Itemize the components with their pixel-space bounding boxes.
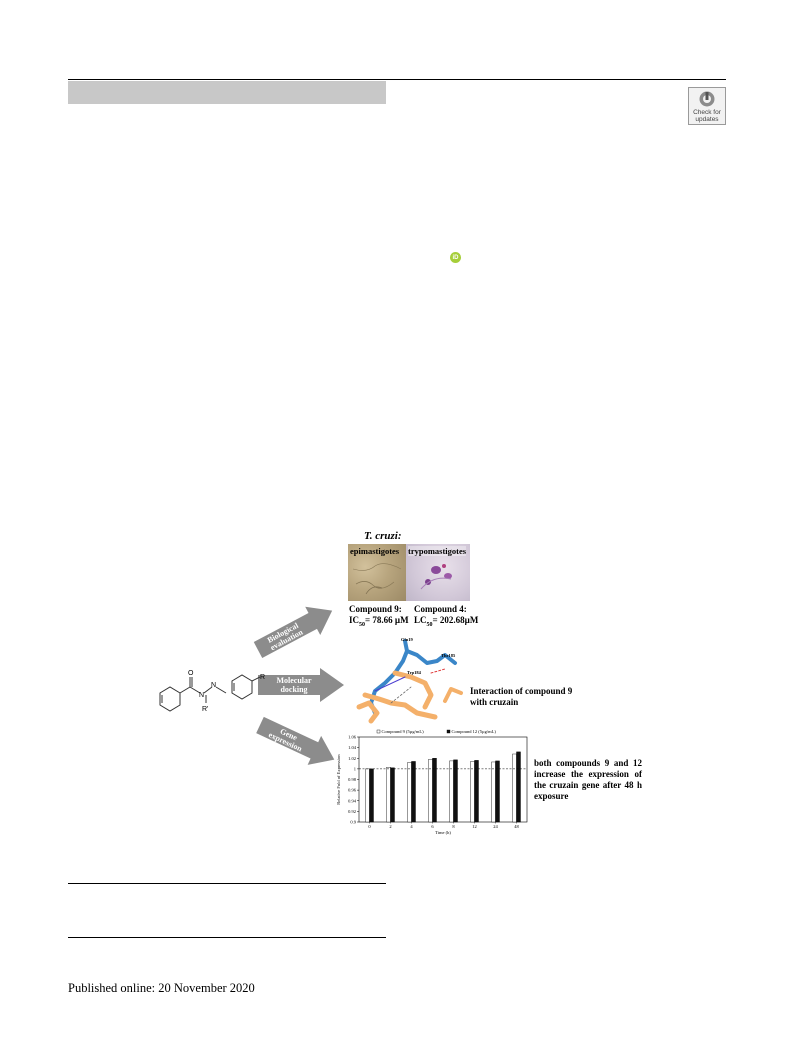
y-tick-label: 1.04 bbox=[348, 745, 357, 750]
x-tick-label: 8 bbox=[452, 824, 455, 829]
bar bbox=[365, 768, 370, 823]
legend-label: Compound 9 (5µg/mL) bbox=[382, 729, 425, 734]
bar bbox=[470, 761, 475, 823]
published-online: Published online: 20 November 2020 bbox=[68, 981, 255, 995]
bar bbox=[453, 759, 458, 823]
atom-label-n2: N bbox=[211, 682, 216, 689]
atom-label-o: O bbox=[188, 670, 194, 677]
atom-label-n1: N bbox=[199, 692, 204, 699]
x-tick-label: 48 bbox=[514, 824, 519, 829]
bar bbox=[449, 760, 454, 823]
epimastigotes-label: epimastigotes bbox=[350, 546, 400, 556]
trypomastigotes-photo: trypomastigotes bbox=[406, 544, 470, 601]
compound-label: Compound 4: bbox=[414, 604, 467, 614]
chemical-structure: O N N R' R bbox=[159, 670, 265, 713]
metric-value: = 202.68µM bbox=[432, 615, 479, 625]
footnote-rule-1 bbox=[68, 883, 386, 884]
bar bbox=[407, 762, 412, 823]
substituent-label-r-prime: R' bbox=[202, 706, 208, 713]
micrograph-texture bbox=[352, 563, 402, 595]
bar bbox=[474, 760, 479, 823]
metric-subscript: 50 bbox=[426, 621, 433, 628]
y-tick-label: 0.92 bbox=[348, 809, 356, 814]
arrow-label-line2: docking bbox=[280, 685, 307, 694]
legend-label: Compound 12 (5µg/mL) bbox=[452, 729, 497, 734]
residue-label-trp184: Trp184 bbox=[407, 670, 422, 675]
substituent-label-r: R bbox=[260, 674, 265, 681]
check-for-updates-label: Check for updates bbox=[693, 109, 721, 123]
x-tick-label: 4 bbox=[410, 824, 413, 829]
x-tick-label: 0 bbox=[368, 824, 371, 829]
bar bbox=[495, 760, 500, 823]
organism-title: T. cruzi: bbox=[364, 530, 402, 542]
x-tick-label: 6 bbox=[431, 824, 434, 829]
metric-label: LC bbox=[414, 615, 427, 625]
bar bbox=[512, 753, 517, 823]
result-compound-9: Compound 9: IC50= 78.66 µM bbox=[349, 604, 409, 631]
metric-value: = 78.66 µM bbox=[365, 615, 409, 625]
arrow-molecular-docking: Molecular docking bbox=[258, 668, 344, 702]
y-tick-label: 0.98 bbox=[348, 777, 357, 782]
bar bbox=[390, 767, 395, 823]
check-for-updates-badge[interactable]: Check for updates bbox=[688, 87, 726, 125]
y-tick-label: 1 bbox=[354, 766, 356, 771]
bar bbox=[369, 768, 374, 823]
y-tick-label: 0.94 bbox=[348, 798, 357, 803]
arrow-label-line1: Molecular bbox=[276, 676, 312, 685]
y-axis-label: Relative Fold of Expression bbox=[336, 754, 341, 805]
orcid-icon[interactable]: iD bbox=[450, 252, 461, 263]
arrows-layer: Biological evaluation Molecular docking … bbox=[253, 606, 344, 765]
residue-label-thr185: Thr185 bbox=[441, 653, 456, 658]
bar bbox=[491, 761, 496, 823]
article-type-bar bbox=[68, 81, 386, 104]
plot-frame bbox=[358, 736, 528, 823]
docking-image: Gln19 Trp184 Thr185 bbox=[356, 637, 463, 724]
arrow-biological-evaluation: Biological evaluation bbox=[253, 606, 333, 658]
y-tick-label: 1.06 bbox=[348, 735, 357, 740]
bar bbox=[386, 767, 391, 823]
legend-swatch bbox=[376, 729, 381, 734]
x-tick-label: 12 bbox=[472, 824, 477, 829]
crossmark-icon bbox=[699, 91, 715, 107]
residue-label-gln19: Gln19 bbox=[401, 637, 414, 642]
x-tick-label: 2 bbox=[389, 824, 391, 829]
x-axis-label: Time (h) bbox=[435, 830, 451, 835]
bar bbox=[516, 751, 521, 823]
bar bbox=[411, 761, 416, 823]
legend-swatch bbox=[446, 729, 451, 734]
docking-note: Interaction of compound 9 with cruzain bbox=[470, 686, 573, 707]
header-rule bbox=[68, 79, 726, 80]
footnote-rule-2 bbox=[68, 937, 386, 938]
y-tick-label: 0.96 bbox=[348, 788, 357, 793]
x-tick-label: 24 bbox=[493, 824, 498, 829]
micrograph-texture bbox=[420, 564, 452, 590]
result-compound-4: Compound 4: LC50= 202.68µM bbox=[414, 604, 478, 631]
y-tick-label: 0.9 bbox=[350, 820, 356, 825]
epimastigotes-photo: epimastigotes bbox=[348, 544, 406, 601]
trypomastigotes-label: trypomastigotes bbox=[408, 546, 467, 556]
metric-label: IC bbox=[349, 615, 360, 625]
compound-label: Compound 9: bbox=[349, 604, 402, 614]
bar bbox=[432, 758, 437, 823]
y-tick-label: 1.02 bbox=[348, 756, 356, 761]
metric-subscript: 50 bbox=[359, 621, 366, 628]
expression-note: both compounds 9 and 12 increase the exp… bbox=[534, 758, 642, 801]
